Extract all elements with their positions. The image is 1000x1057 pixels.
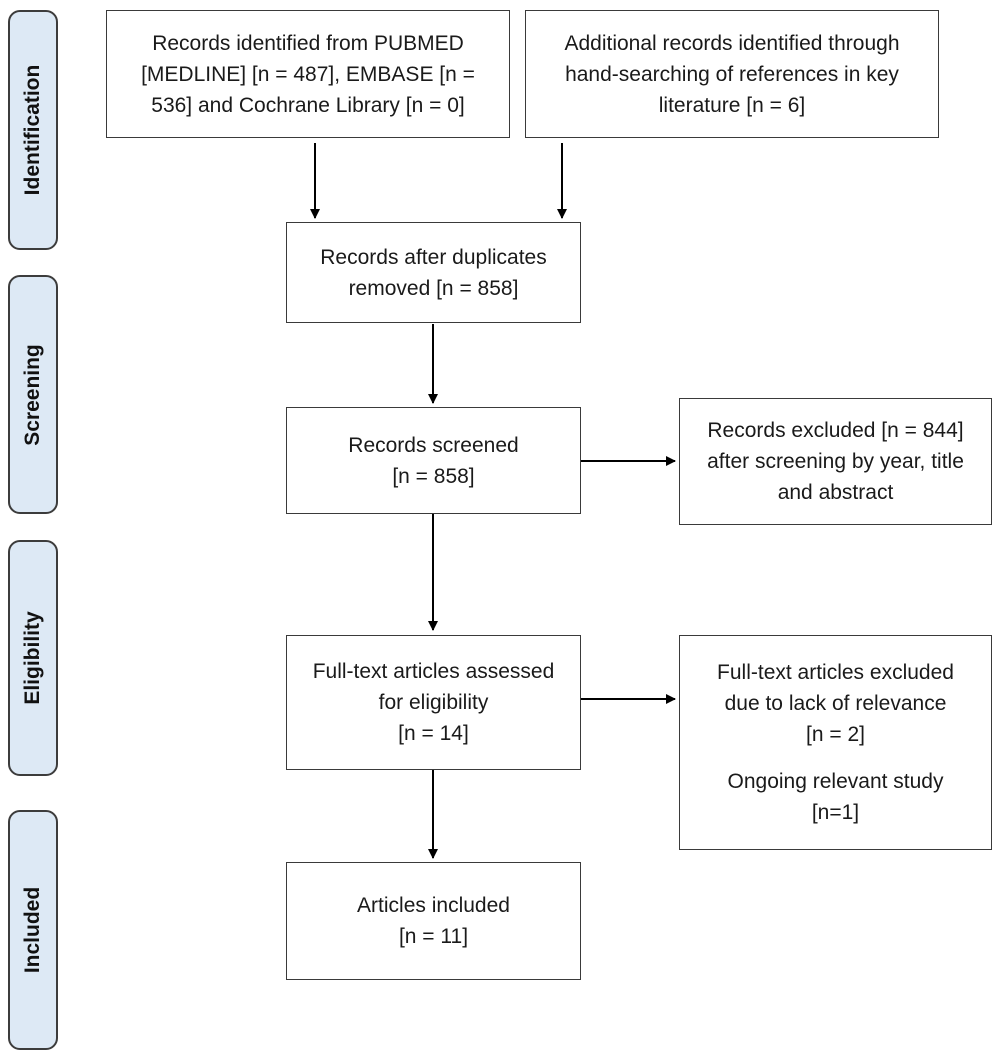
additional-records-text: Additional records identified through ha…: [564, 31, 900, 117]
records-identified-box: Records identified from PUBMED [MEDLINE]…: [106, 10, 510, 138]
phase-screening: Screening: [8, 275, 58, 514]
fulltext-excluded-box: Full-text articles excluded due to lack …: [679, 635, 992, 850]
records-identified-text: Records identified from PUBMED [MEDLINE]…: [141, 31, 475, 117]
fulltext-excluded-text: Full-text articles excluded due to lack …: [717, 661, 954, 746]
additional-records-box: Additional records identified through ha…: [525, 10, 939, 138]
records-excluded-box: Records excluded [n = 844] after screeni…: [679, 398, 992, 525]
articles-included-text: Articles included [n = 11]: [357, 894, 510, 948]
ongoing-study-text: Ongoing relevant study [n=1]: [727, 770, 944, 824]
phase-identification: Identification: [8, 10, 58, 250]
phase-identification-label: Identification: [21, 64, 44, 196]
fulltext-assessed-text: Full-text articles assessed for eligibil…: [312, 660, 555, 745]
articles-included-box: Articles included [n = 11]: [286, 862, 581, 980]
duplicates-removed-box: Records after duplicates removed [n = 85…: [286, 222, 581, 323]
records-excluded-text: Records excluded [n = 844] after screeni…: [707, 419, 964, 504]
phase-included-label: Included: [21, 886, 44, 974]
phase-screening-label: Screening: [21, 343, 44, 446]
records-screened-text: Records screened [n = 858]: [348, 433, 519, 488]
phase-eligibility-label: Eligibility: [21, 611, 44, 705]
fulltext-assessed-box: Full-text articles assessed for eligibil…: [286, 635, 581, 770]
records-screened-box: Records screened [n = 858]: [286, 407, 581, 514]
duplicates-removed-text: Records after duplicates removed [n = 85…: [320, 245, 547, 300]
phase-eligibility: Eligibility: [8, 540, 58, 776]
phase-included: Included: [8, 810, 58, 1050]
